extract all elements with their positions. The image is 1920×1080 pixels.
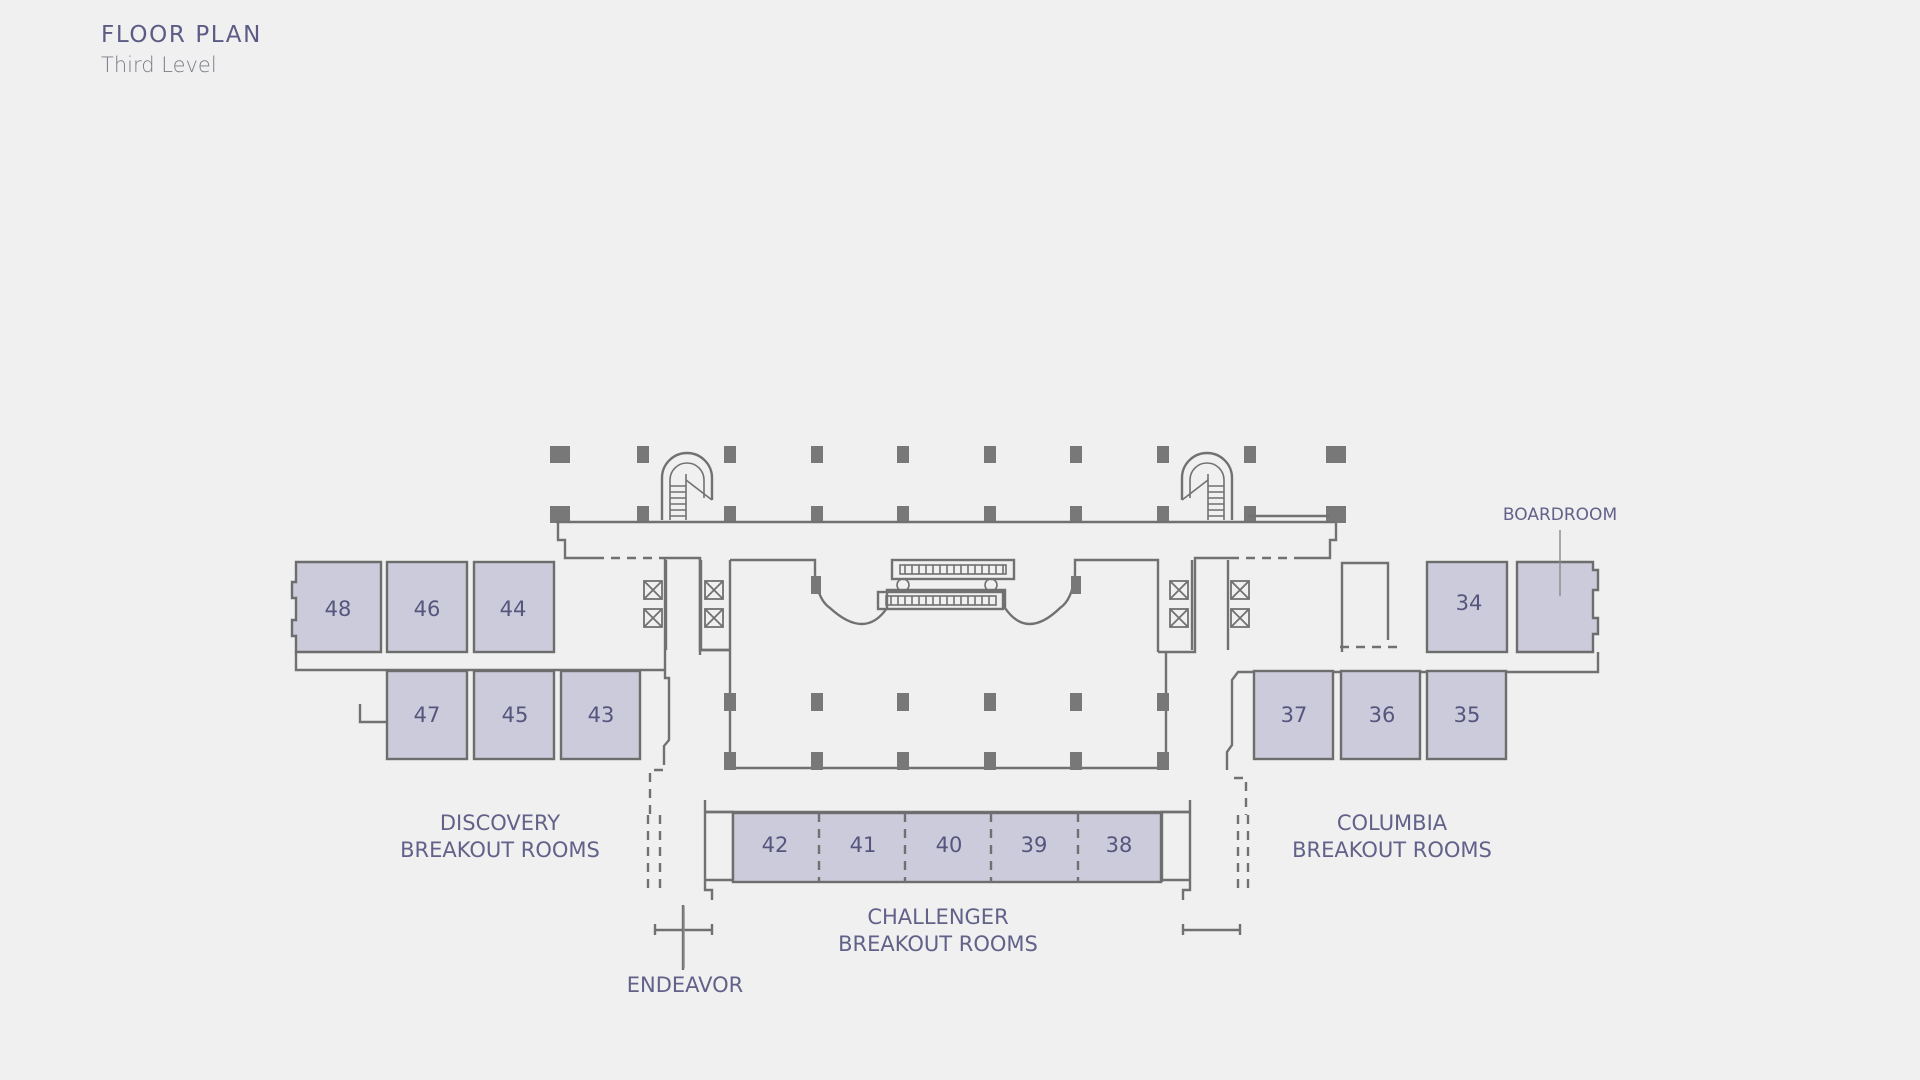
room-46[interactable]: 46 [414, 597, 441, 621]
columbia-label-line1: COLUMBIA [1337, 811, 1448, 835]
boardroom-label[interactable]: BOARDROOM [1503, 505, 1617, 525]
hall-columns [724, 576, 1169, 770]
stair-left-icon [660, 451, 714, 520]
elevator-right-icon [1169, 560, 1250, 650]
room-43[interactable]: 43 [588, 703, 615, 727]
left-wing-walls [294, 652, 735, 970]
challenger-label-line1: CHALLENGER [867, 905, 1008, 929]
room-48[interactable]: 48 [325, 597, 352, 621]
columbia-rooms [1252, 560, 1600, 761]
challenger-rooms [731, 811, 1163, 884]
building-walls [556, 514, 1338, 770]
room-35[interactable]: 35 [1454, 703, 1481, 727]
room-41[interactable]: 41 [850, 833, 877, 857]
room-45[interactable]: 45 [502, 703, 529, 727]
room-38[interactable]: 38 [1106, 833, 1133, 857]
room-44[interactable]: 44 [500, 597, 527, 621]
page-title: FLOOR PLAN [101, 22, 262, 48]
columbia-label-line2: BREAKOUT ROOMS [1292, 838, 1492, 862]
plan-heading: FLOOR PLAN Third Level [101, 20, 262, 80]
elevator-left-icon [643, 560, 724, 650]
challenger-label-line2: BREAKOUT ROOMS [838, 932, 1038, 956]
colonnade-top-row [550, 446, 1346, 463]
room-42[interactable]: 42 [762, 833, 789, 857]
level-subtitle: Third Level [101, 53, 217, 77]
room-37[interactable]: 37 [1281, 703, 1308, 727]
discovery-label-line1: DISCOVERY [440, 811, 560, 835]
room-36[interactable]: 36 [1369, 703, 1396, 727]
stair-right-icon [1180, 451, 1234, 520]
room-39[interactable]: 39 [1021, 833, 1048, 857]
endeavor-label[interactable]: ENDEAVOR [627, 973, 744, 997]
discovery-label-line2: BREAKOUT ROOMS [400, 838, 600, 862]
colonnade-bottom-row [550, 506, 1346, 523]
escalator-icon [876, 558, 1016, 611]
room-34[interactable]: 34 [1456, 591, 1483, 615]
room-47[interactable]: 47 [414, 703, 441, 727]
room-40[interactable]: 40 [936, 833, 963, 857]
discovery-rooms [290, 560, 642, 761]
